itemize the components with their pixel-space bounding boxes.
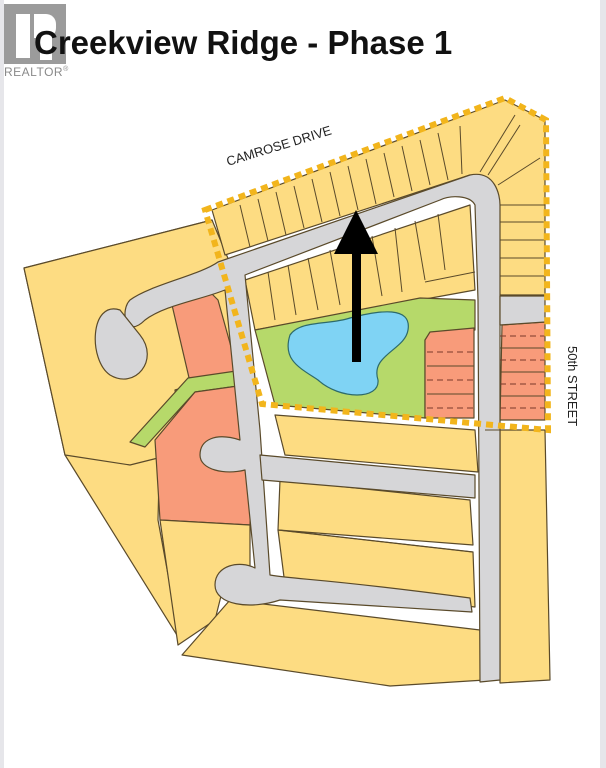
frame-border-right	[600, 0, 606, 768]
road-network	[124, 173, 501, 683]
frame-border-left	[0, 0, 4, 768]
realtor-logo-icon	[4, 4, 66, 64]
realtor-watermark: REALTOR®	[4, 4, 68, 79]
phase-1-boundary	[201, 94, 552, 434]
pond	[287, 311, 409, 396]
east-strip	[499, 429, 551, 684]
realtor-label: REALTOR	[4, 65, 64, 79]
townhomes-center	[424, 327, 475, 419]
south-parcel	[181, 599, 486, 687]
road-label-camrose-drive: CAMROSE DRIVE	[224, 123, 333, 169]
townhomes-east	[499, 321, 546, 421]
page-title: Creekview Ridge - Phase 1	[34, 24, 453, 61]
road-label-50th-street: 50th STREET	[565, 346, 580, 426]
north-arrow-icon	[334, 210, 378, 362]
